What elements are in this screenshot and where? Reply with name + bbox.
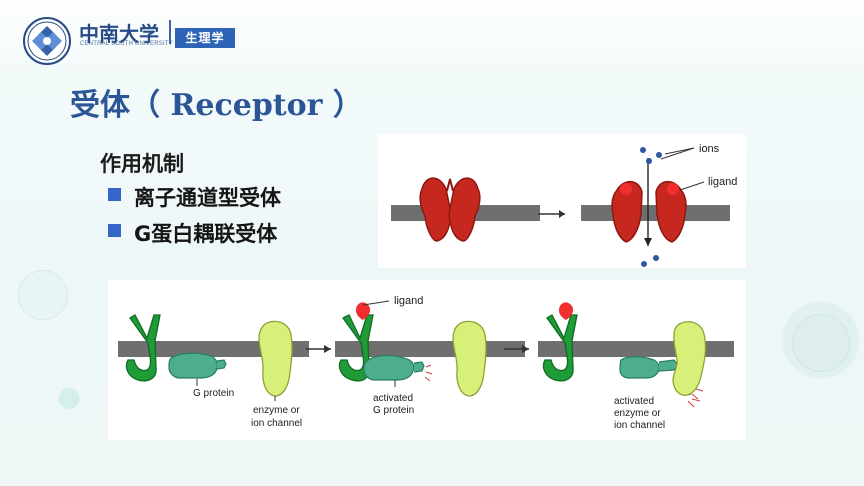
ions-pointer (664, 147, 695, 155)
closed-channel-right-icon (448, 177, 481, 242)
activated-enzyme-label-line1: activated (614, 396, 654, 407)
bullet-label: 离子通道型受体 (134, 186, 281, 210)
ions-label: ions (699, 143, 720, 155)
ligand-label: ligand (708, 176, 737, 188)
ion-dot-3 (646, 158, 652, 164)
department-badge: 生理学 (175, 28, 235, 48)
content-heading: 作用机制 (100, 152, 184, 176)
enzyme-panel-1-icon (258, 320, 293, 397)
receptor-panel-3-icon (542, 314, 578, 382)
enzyme-panel-2-icon (452, 320, 487, 397)
activation-mark-panel-2 (424, 364, 433, 382)
g-protein-panel-1-icon (168, 352, 218, 379)
ion-flow-arrow (644, 238, 652, 246)
open-channel-left-icon (611, 180, 643, 243)
closed-channel-left-icon (419, 177, 452, 242)
enzyme-label-line1: enzyme or (253, 405, 300, 416)
ion-channel-diagram: ions ligand (378, 134, 746, 268)
ligand-dot-right (667, 183, 679, 195)
university-emblem-icon (22, 16, 72, 66)
activated-g-protein-tail-panel-2 (413, 361, 425, 373)
header-band (0, 0, 864, 70)
activated-g-protein-panel-3-icon (619, 356, 660, 379)
g-protein-diagram: ligand G protein enzyme or ion channel a… (108, 280, 746, 440)
bullet-square-icon (108, 188, 121, 201)
background-decoration-right (792, 314, 850, 372)
activation-mark-panel-3 (687, 388, 704, 408)
activated-label-line1: activated (373, 393, 413, 404)
brand-divider (169, 20, 171, 44)
university-name-cn: 中南大学 (79, 22, 159, 46)
arrow-head-1 (324, 345, 331, 353)
slide-title: 受体（ Receptor ） (70, 88, 363, 123)
ions-pointer-2 (660, 147, 695, 160)
activated-g-protein-panel-2-icon (363, 354, 415, 381)
background-decoration-left (18, 270, 68, 320)
ligand-label-bottom: ligand (394, 295, 423, 307)
ligand-panel-2-icon (356, 302, 371, 320)
university-name-en: CENTRAL SOUTH UNIVERSITY (80, 41, 173, 47)
bullet-label: G蛋白耦联受体 (134, 222, 278, 246)
arrow-head-top (559, 210, 565, 218)
bullet-square-icon (108, 224, 121, 237)
channel-gate-icon (446, 178, 454, 192)
activated-g-label-line2: G protein (373, 405, 414, 416)
activated-enzyme-label-line2: enzyme or (614, 408, 661, 419)
arrow-head-2 (522, 345, 529, 353)
membrane-right (581, 205, 730, 221)
activated-enzyme-label-line3: ion channel (614, 420, 665, 431)
ligand-pointer (679, 181, 705, 191)
receptor-panel-1-icon (125, 314, 161, 382)
enzyme-label-line2: ion channel (251, 418, 302, 429)
ion-dot-5 (641, 261, 647, 267)
ion-dot-1 (640, 147, 646, 153)
activated-enzyme-panel-3-icon (672, 321, 707, 396)
g-protein-diagram-svg: ligand G protein enzyme or ion channel a… (118, 295, 734, 431)
g-protein-tail-panel-1 (216, 359, 227, 370)
ion-dot-2 (656, 152, 662, 158)
ligand-panel-3-icon (559, 302, 574, 320)
ligand-pointer-bottom (362, 300, 390, 306)
ligand-dot-left (620, 183, 632, 195)
ion-channel-diagram-svg: ions ligand (391, 143, 737, 267)
ion-dot-4 (653, 255, 659, 261)
g-protein-label: G protein (193, 388, 234, 399)
